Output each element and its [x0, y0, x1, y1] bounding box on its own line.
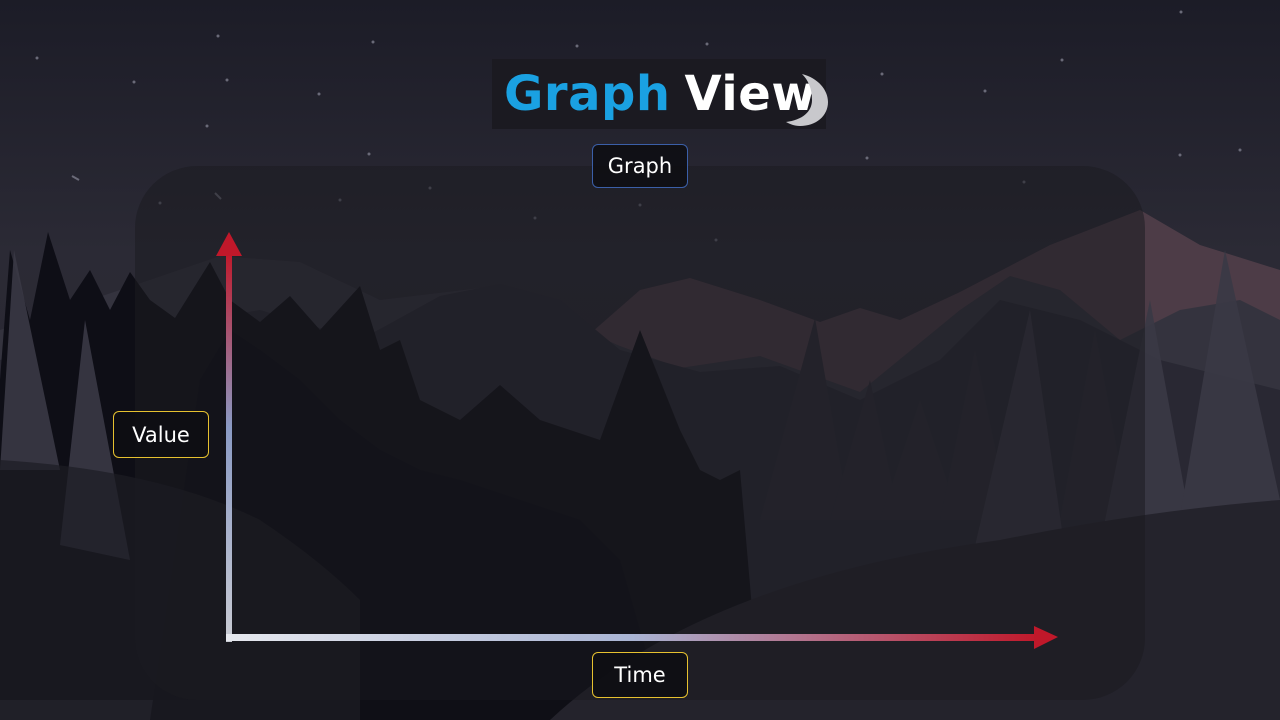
x-axis-line: [226, 634, 1038, 641]
title-accent-word: Graph: [504, 66, 671, 122]
y-axis-line: [226, 252, 232, 642]
title-plain-word: View: [684, 66, 817, 122]
y-axis-label: Value: [113, 411, 209, 458]
x-axis-arrowhead: [1034, 626, 1058, 649]
y-axis-arrowhead: [216, 232, 242, 256]
graph-label: Graph: [592, 144, 688, 188]
page-title: Graph View: [492, 59, 827, 129]
graph-panel: [135, 166, 1145, 700]
x-axis-label: Time: [592, 652, 688, 698]
crescent-moon-icon: [786, 74, 828, 126]
